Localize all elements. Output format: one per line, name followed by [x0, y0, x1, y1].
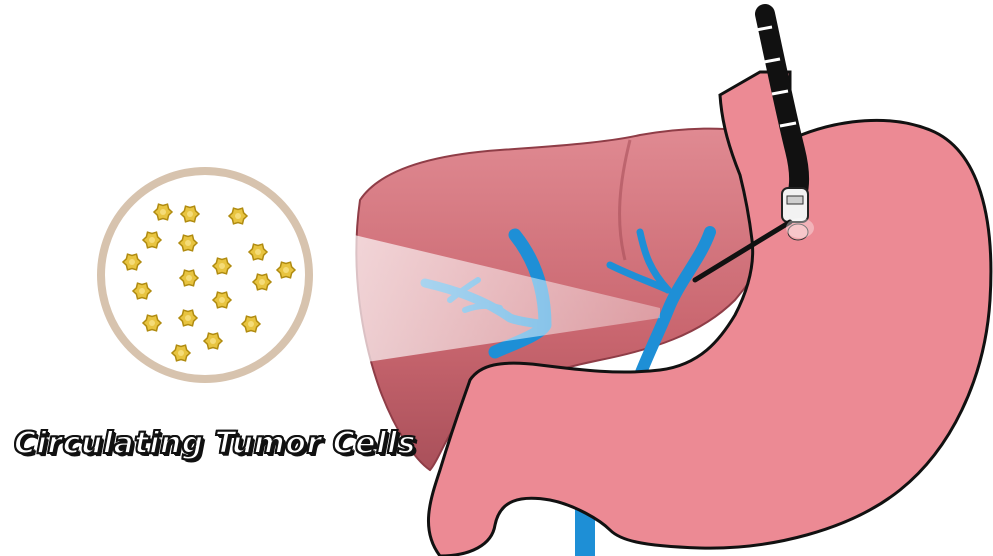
magnified-view — [101, 171, 309, 379]
tumor-cell-nucleus — [160, 209, 166, 215]
tumor-cell-nucleus — [255, 249, 261, 255]
tumor-cell-nucleus — [210, 338, 216, 344]
tumor-cell-nucleus — [187, 211, 193, 217]
tumor-cell-nucleus — [259, 279, 265, 285]
tumor-cell-nucleus — [139, 288, 145, 294]
tumor-cell-nucleus — [219, 297, 225, 303]
tumor-cell-nucleus — [235, 213, 241, 219]
tumor-cell-nucleus — [186, 275, 192, 281]
tumor-cell-nucleus — [149, 237, 155, 243]
tumor-cell-nucleus — [248, 321, 254, 327]
tumor-cell-nucleus — [283, 267, 289, 273]
tumor-cell-nucleus — [129, 259, 135, 265]
tumor-cell-nucleus — [185, 240, 191, 246]
tumor-cell-nucleus — [149, 320, 155, 326]
stomach-highlight — [786, 218, 814, 238]
tumor-cell-nucleus — [219, 263, 225, 269]
tumor-cell-nucleus — [185, 315, 191, 321]
figure-caption: Circulating Tumor Cells — [14, 426, 416, 461]
tumor-cell-nucleus — [178, 350, 184, 356]
